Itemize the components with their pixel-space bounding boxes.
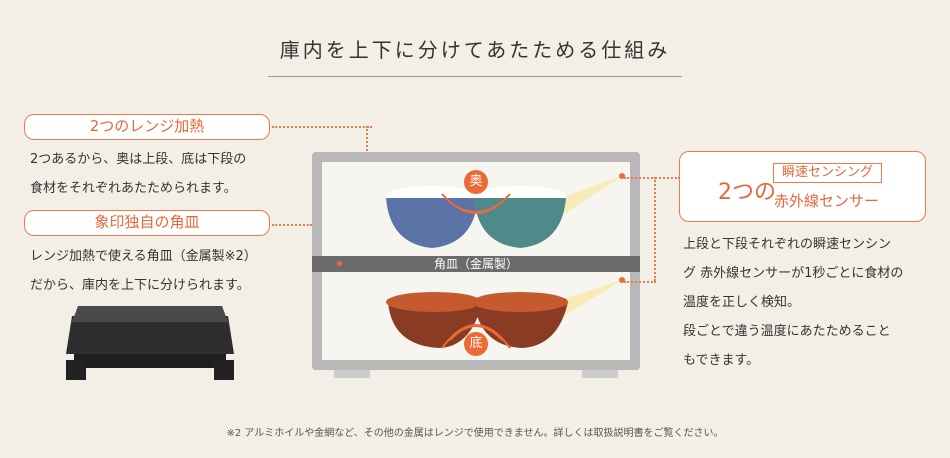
title-divider xyxy=(268,76,682,77)
bowls-illustration xyxy=(386,173,625,349)
bottom-heating-badge: 底 xyxy=(464,332,488,356)
page-title: 庫内を上下に分けてあたためる仕組み xyxy=(279,38,671,62)
sensor-desc: 上段と下段それぞれの瞬速センシン グ 赤外線センサーが1秒ごとに食材の 温度を正… xyxy=(683,230,903,375)
desc-line: レンジ加熱で使える角皿（金属製※2） xyxy=(30,249,257,264)
connector-dot xyxy=(337,261,342,266)
sensor-label: 赤外線センサー xyxy=(774,192,880,210)
connector-line xyxy=(654,177,656,281)
connector-line xyxy=(272,224,312,226)
sensor-label-box: 2つの 瞬速センシング 赤外線センサー xyxy=(679,151,926,222)
feature-label-tray: 象印独自の角皿 xyxy=(24,210,270,236)
connector-line xyxy=(624,177,680,179)
oven-foot xyxy=(334,370,370,378)
desc-line: だから、庫内を上下に分けられます。 xyxy=(30,278,250,293)
desc-line: 段ごとで違う温度にあたためること xyxy=(683,324,891,339)
oven-foot xyxy=(582,370,618,378)
desc-line: 食材をそれぞれあたためられます。 xyxy=(30,181,237,196)
tray-image xyxy=(66,306,234,380)
feature-desc-range-heating: 2つあるから、奥は上段、底は下段の食材をそれぞれあたためられます。 xyxy=(30,145,246,203)
feature-label-range-heating: 2つのレンジ加熱 xyxy=(24,114,270,140)
desc-line: 上段と下段それぞれの瞬速センシン xyxy=(683,237,892,252)
desc-line: もできます。 xyxy=(683,353,760,368)
desc-line: 温度を正しく検知。 xyxy=(683,295,801,310)
sensor-prefix: 2つの xyxy=(718,180,776,205)
feature-desc-tray: レンジ加熱で使える角皿（金属製※2） だから、庫内を上下に分けられます。 xyxy=(30,242,257,300)
connector-line xyxy=(624,281,656,283)
desc-line: 2つあるから、奥は上段、底は下段の xyxy=(30,152,247,167)
connector-line xyxy=(272,126,372,128)
footnote: ※2 アルミホイルや金網など、その他の金属はレンジで使用できません。詳しくは取扱… xyxy=(226,428,724,439)
top-heating-badge: 奥 xyxy=(464,170,488,194)
shelf-label: 角皿（金属製） xyxy=(433,257,518,271)
desc-line: グ 赤外線センサーが1秒ごとに食材の xyxy=(683,266,904,281)
sensor-tag: 瞬速センシング xyxy=(773,163,883,183)
tray-shelf: 角皿（金属製） xyxy=(312,256,640,272)
